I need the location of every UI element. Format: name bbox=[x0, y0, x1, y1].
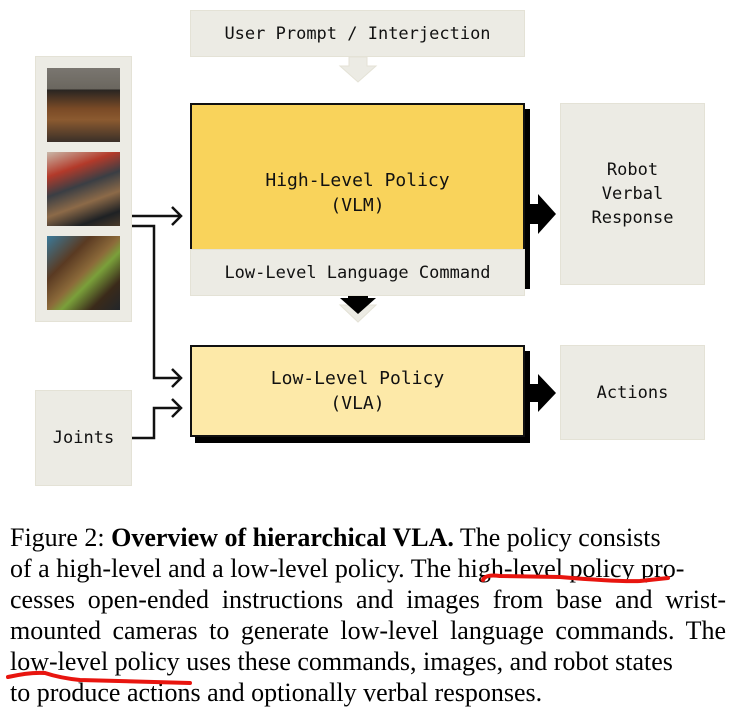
prompt-arrow bbox=[338, 56, 378, 83]
response-line: Response bbox=[591, 208, 674, 228]
joints-box: Joints bbox=[35, 390, 132, 486]
joints-label: Joints bbox=[52, 428, 115, 448]
red-underline-low-level bbox=[6, 670, 192, 685]
left-wrist-camera-image bbox=[47, 152, 120, 226]
robot-verbal-response-box: Robot Verbal Response bbox=[560, 103, 705, 285]
low-level-policy-box: Low-Level Policy (VLA) bbox=[190, 345, 525, 437]
joints-to-vla-arrow bbox=[131, 398, 183, 440]
caption-line: of a high-level and a low-level policy. … bbox=[10, 553, 726, 584]
high-level-policy-title: High-Level Policy bbox=[265, 170, 450, 191]
base-camera-image bbox=[47, 68, 120, 142]
caption-text: of a high-level and a low-level policy. … bbox=[10, 554, 458, 583]
low-level-policy-subtitle: (VLA) bbox=[330, 393, 385, 414]
caption-line: Figure 2: Overview of hierarchical VLA. … bbox=[10, 522, 726, 553]
figure-label: Figure 2: bbox=[10, 523, 112, 552]
caption-text: mounted cameras to generate low-level la… bbox=[10, 616, 726, 645]
highlighted-low-level-policy: low-level policy bbox=[10, 647, 180, 676]
caption-text: cesses open-ended instructions and image… bbox=[10, 585, 726, 614]
vla-to-actions-arrow bbox=[529, 374, 556, 412]
caption-line: cesses open-ended instructions and image… bbox=[10, 584, 726, 615]
user-prompt-box: User Prompt / Interjection bbox=[190, 10, 525, 57]
high-level-policy-subtitle: (VLM) bbox=[330, 195, 385, 216]
images-to-vla-arrow bbox=[131, 224, 183, 388]
low-level-policy-title: Low-Level Policy bbox=[270, 368, 445, 389]
caption-line: to produce actions and optionally verbal… bbox=[10, 677, 726, 708]
vlm-to-response-arrow bbox=[529, 194, 556, 234]
actions-label: Actions bbox=[596, 382, 669, 403]
caption-line: mounted cameras to generate low-level la… bbox=[10, 615, 726, 646]
low-level-command-box: Low-Level Language Command bbox=[190, 249, 525, 296]
low-level-command-label: Low-Level Language Command bbox=[224, 262, 491, 283]
actions-box: Actions bbox=[560, 345, 705, 440]
caption-title: Overview of hierarchical VLA. bbox=[111, 523, 454, 552]
images-to-vlm-arrow bbox=[131, 206, 183, 226]
red-underline-high-level bbox=[481, 573, 670, 584]
response-line: Verbal bbox=[601, 184, 664, 204]
user-prompt-label: User Prompt / Interjection bbox=[224, 23, 491, 44]
figure-caption: Figure 2: Overview of hierarchical VLA. … bbox=[10, 522, 726, 708]
caption-line: low-level policy uses these commands, im… bbox=[10, 646, 726, 677]
caption-text: uses these commands, images, and robot s… bbox=[179, 647, 673, 676]
right-wrist-camera-image bbox=[47, 236, 120, 310]
caption-text: The policy consists bbox=[453, 523, 661, 552]
red-underline-annotations bbox=[6, 573, 670, 685]
caption-text: to produce actions and optionally verbal… bbox=[10, 678, 543, 707]
response-line: Robot bbox=[606, 160, 659, 180]
